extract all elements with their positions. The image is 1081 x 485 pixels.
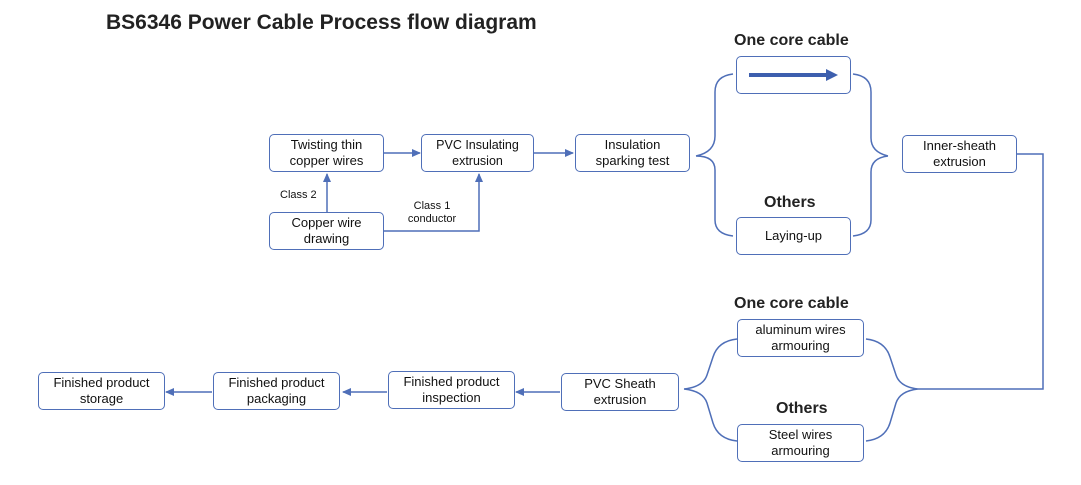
- right-arrow-icon: [748, 69, 838, 81]
- bottom-merge-bracket: [683, 338, 738, 442]
- branch-heading-bottom-one-core: One core cable: [734, 295, 849, 312]
- node-pvc-insulating: PVC Insulating extrusion: [421, 134, 534, 172]
- edge-label-class1: Class 1 conductor: [407, 200, 457, 225]
- node-sparking-test-label: Insulation sparking test: [595, 137, 670, 168]
- arrow-drawing-to-insulating: [384, 173, 483, 232]
- node-laying-up: Laying-up: [736, 217, 851, 255]
- top-split-bracket: [695, 73, 734, 237]
- edge-label-class2: Class 2: [280, 189, 317, 201]
- node-steel-armouring-label: Steel wires armouring: [768, 427, 833, 458]
- node-pvc-insulating-label: PVC Insulating extrusion: [436, 138, 519, 168]
- node-pvc-sheath: PVC Sheath extrusion: [561, 373, 679, 411]
- node-storage: Finished product storage: [38, 372, 165, 410]
- bottom-split-bracket: [865, 338, 919, 442]
- node-inspection: Finished product inspection: [388, 371, 515, 409]
- node-twisting-label: Twisting thin copper wires: [289, 137, 364, 168]
- top-merge-bracket: [852, 73, 889, 237]
- page-title: BS6346 Power Cable Process flow diagram: [106, 11, 537, 34]
- node-aluminum-armouring: aluminum wires armouring: [737, 319, 864, 357]
- node-inner-sheath: Inner-sheath extrusion: [902, 135, 1017, 173]
- node-inner-sheath-label: Inner-sheath extrusion: [923, 138, 996, 169]
- node-storage-label: Finished product storage: [53, 375, 150, 406]
- node-steel-armouring: Steel wires armouring: [737, 424, 864, 462]
- node-aluminum-armouring-label: aluminum wires armouring: [755, 322, 846, 353]
- node-inspection-label: Finished product inspection: [403, 374, 500, 405]
- node-twisting: Twisting thin copper wires: [269, 134, 384, 172]
- node-laying-up-label: Laying-up: [764, 228, 823, 243]
- line-inner-sheath-down: [918, 153, 1044, 390]
- node-sparking-test: Insulation sparking test: [575, 134, 690, 172]
- branch-heading-top-one-core: One core cable: [734, 32, 849, 49]
- node-packaging-label: Finished product packaging: [228, 375, 325, 406]
- node-one-core-passthrough: [736, 56, 851, 94]
- node-pvc-sheath-label: PVC Sheath extrusion: [584, 376, 656, 407]
- branch-heading-top-others: Others: [764, 194, 816, 211]
- branch-heading-bottom-others: Others: [776, 400, 828, 417]
- node-copper-drawing-label: Copper wire drawing: [291, 215, 362, 246]
- node-packaging: Finished product packaging: [213, 372, 340, 410]
- node-copper-drawing: Copper wire drawing: [269, 212, 384, 250]
